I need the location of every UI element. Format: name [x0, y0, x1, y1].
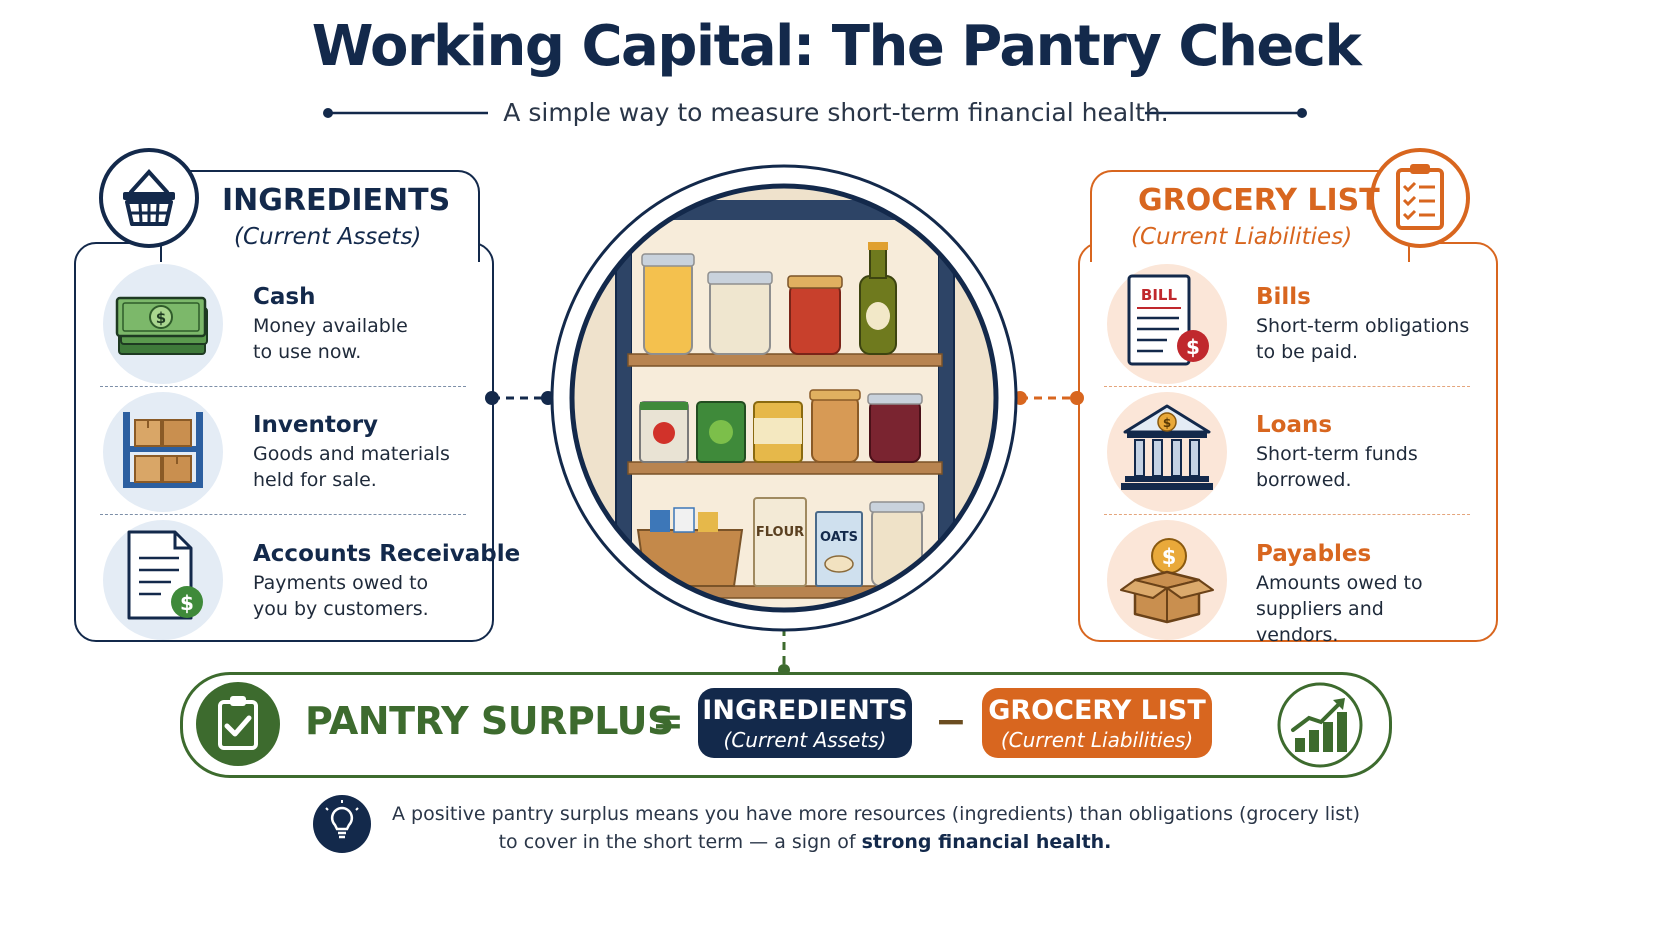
formula-assets-pill: INGREDIENTS (Current Assets) [698, 688, 912, 758]
liabilities-subtitle: (Current Liabilities) [1131, 224, 1353, 250]
svg-text:$: $ [1186, 335, 1200, 359]
flour-label: FLOUR [756, 525, 804, 540]
shelf-boxes-icon [103, 392, 223, 512]
assets-subtitle: (Current Assets) [234, 224, 422, 250]
lightbulb-icon [313, 795, 371, 853]
cash-icon: $ [103, 264, 223, 384]
divider [1104, 514, 1470, 515]
asset-item-title: Accounts Receivable [253, 541, 521, 567]
formula-equals: = [652, 699, 684, 743]
basket-icon [99, 148, 199, 248]
liability-item-desc: Short-term obligations to be paid. [1256, 315, 1470, 363]
divider [100, 386, 466, 387]
formula-result: PANTRY SURPLUS [305, 699, 674, 743]
formula-assets-title: INGREDIENTS [702, 695, 908, 726]
oats-label: OATS [820, 530, 858, 545]
clipboard-check-icon [196, 682, 280, 766]
liabilities-header-mask [1094, 252, 1402, 262]
divider [100, 514, 466, 515]
liabilities-title: GROCERY LIST [1138, 183, 1380, 218]
asset-item-desc: Goods and materials held for sale. [253, 443, 450, 491]
subtitle-rule [323, 108, 1307, 118]
svg-text:$: $ [180, 591, 194, 615]
divider [1104, 386, 1470, 387]
svg-text:$: $ [1162, 545, 1177, 569]
formula-minus: − [935, 699, 967, 743]
growth-chart-icon [1277, 682, 1363, 768]
invoice-dollar-icon: $ [103, 520, 223, 640]
assets-title: INGREDIENTS [222, 183, 451, 218]
formula-liabilities-pill: GROCERY LIST (Current Liabilities) [982, 688, 1212, 758]
formula-liabilities-title: GROCERY LIST [988, 695, 1206, 726]
asset-item-desc: Payments owed to you by customers. [253, 572, 429, 620]
liability-item-desc: Amounts owed to suppliers and vendors. [1256, 572, 1423, 646]
bank-icon: $ [1107, 392, 1227, 512]
note-line2-wrap: to cover in the short term — a sign of s… [0, 828, 1610, 856]
svg-text:$: $ [156, 309, 166, 327]
liability-item-title: Loans [1256, 412, 1333, 438]
assets-header-mask [165, 252, 473, 262]
liability-item-title: Bills [1256, 284, 1311, 310]
page-title: Working Capital: The Pantry Check [311, 14, 1362, 79]
formula-liabilities-subtitle: (Current Liabilities) [1000, 728, 1194, 752]
note-bold: strong financial health. [861, 831, 1112, 853]
liabilities-header-card [1090, 170, 1410, 262]
clipboard-checklist-icon [1370, 148, 1470, 248]
asset-item-title: Cash [253, 284, 316, 310]
note-line2: to cover in the short term — a sign of [498, 831, 856, 853]
formula-assets-subtitle: (Current Assets) [723, 728, 887, 752]
pantry-illustration: FLOUR OATS [485, 164, 1084, 676]
liability-item-desc: Short-term funds borrowed. [1256, 443, 1418, 491]
svg-text:$: $ [1163, 416, 1171, 430]
note-line1: A positive pantry surplus means you have… [392, 803, 1361, 825]
page-subtitle: A simple way to measure short-term finan… [503, 98, 1169, 127]
asset-item-desc: Money available to use now. [253, 315, 408, 363]
bill-label: BILL [1141, 286, 1178, 304]
asset-item-title: Inventory [253, 412, 379, 438]
liability-item-title: Payables [1256, 541, 1372, 567]
bill-icon: BILL $ [1107, 264, 1227, 384]
open-box-coin-icon: $ [1107, 520, 1227, 640]
